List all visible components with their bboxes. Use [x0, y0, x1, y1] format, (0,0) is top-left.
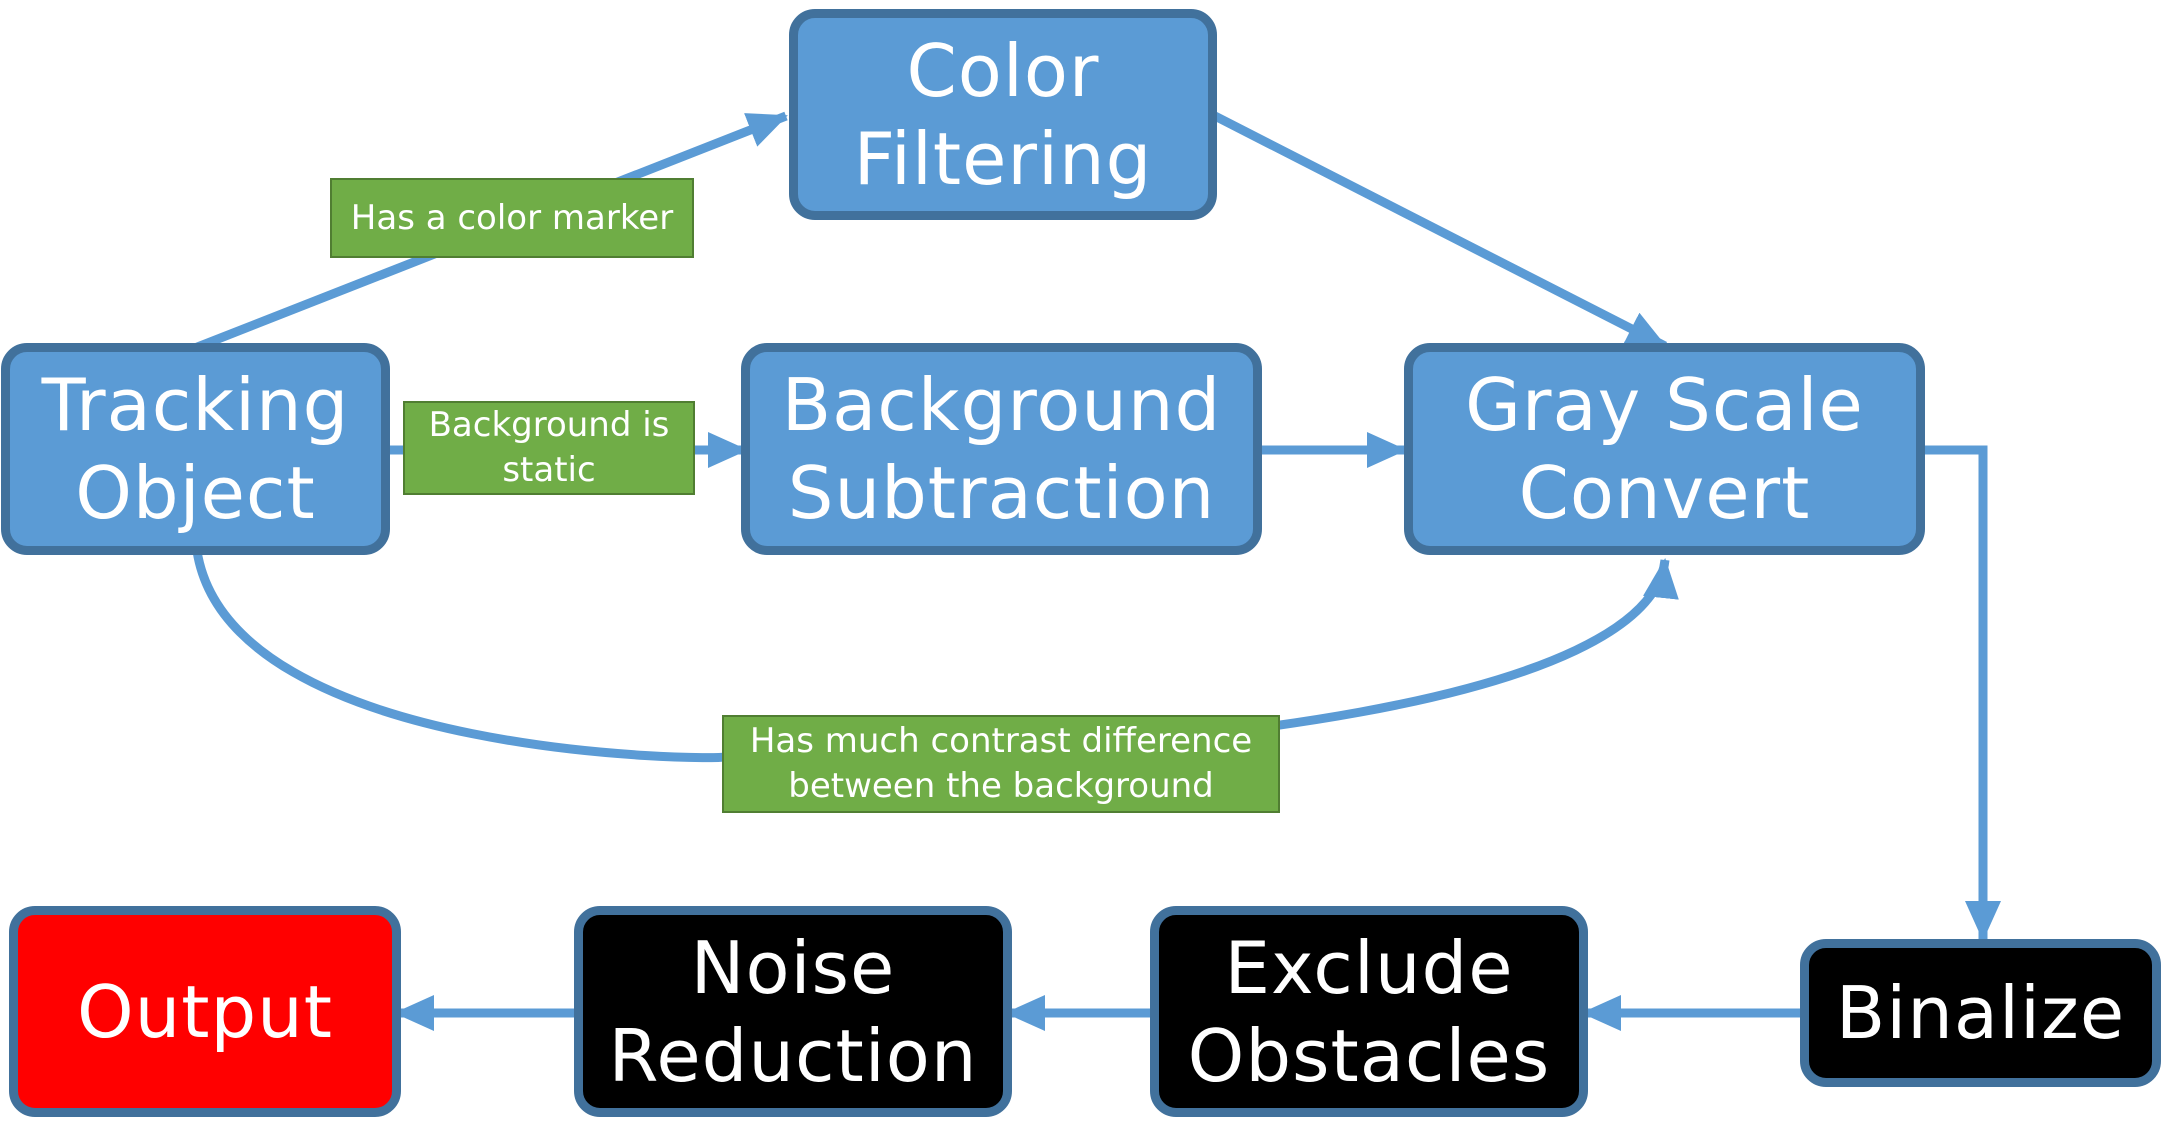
- exclude-obstacles-line1: Exclude: [1224, 925, 1514, 1010]
- condition-color-marker: Has a color marker: [330, 178, 694, 258]
- gray-scale-convert-line2: Convert: [1518, 451, 1811, 535]
- binalize-label: Binalize: [1835, 971, 2126, 1055]
- noise-reduction-box: Noise Reduction: [574, 906, 1012, 1117]
- exclude-obstacles-box: Exclude Obstacles: [1150, 906, 1588, 1117]
- condition-background-static: Background is static: [403, 401, 695, 495]
- condition-background-static-line2: static: [502, 450, 596, 490]
- background-subtraction-line1: Background: [781, 363, 1222, 447]
- condition-background-static-line1: Background is: [428, 405, 670, 445]
- condition-contrast-line2: between the background: [788, 766, 1214, 806]
- exclude-obstacles-line2: Obstacles: [1187, 1013, 1551, 1098]
- condition-contrast-line1: Has much contrast difference: [749, 721, 1253, 761]
- color-filtering-box: Color Filtering: [789, 9, 1217, 220]
- gray-scale-convert-line1: Gray Scale: [1465, 363, 1864, 447]
- color-filtering-line2: Filtering: [853, 116, 1153, 201]
- condition-color-marker-line1: Has a color marker: [350, 197, 674, 238]
- output-box: Output: [9, 906, 401, 1117]
- arrow-gray-scale-to-binalize: [1919, 445, 2001, 941]
- tracking-object-box: Tracking Object: [1, 343, 390, 555]
- condition-contrast: Has much contrast difference between the…: [722, 715, 1280, 813]
- color-filtering-line1: Color: [906, 28, 1100, 113]
- gray-scale-convert-box: Gray Scale Convert: [1404, 343, 1925, 555]
- background-subtraction-line2: Subtraction: [787, 451, 1216, 535]
- arrow-color-filtering-to-gray-scale: [1210, 110, 1668, 351]
- noise-reduction-line2: Reduction: [608, 1013, 978, 1098]
- noise-reduction-line1: Noise: [690, 925, 896, 1010]
- binalize-box: Binalize: [1800, 939, 2161, 1087]
- tracking-object-line1: Tracking: [41, 363, 350, 447]
- output-label: Output: [76, 969, 334, 1054]
- tracking-object-line2: Object: [75, 451, 316, 535]
- background-subtraction-box: Background Subtraction: [741, 343, 1262, 555]
